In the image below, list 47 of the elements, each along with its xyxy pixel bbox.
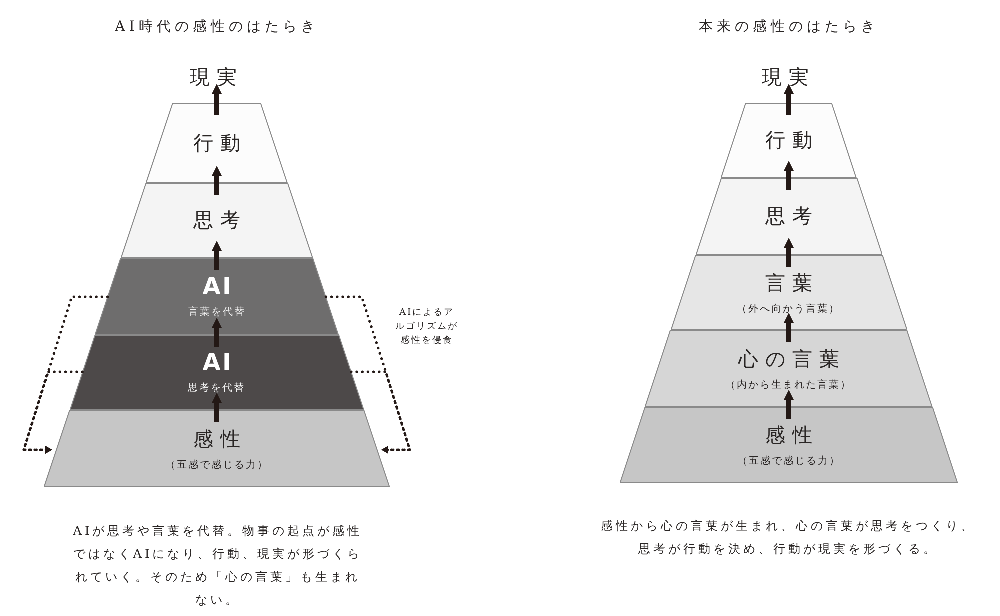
caption-text: AIが思考や言葉を代替。物事の起点が感性ではなくAIになり、行動、現実が形づくられていく。そのため「心の言葉」も生まれない。 (72, 523, 364, 609)
tier-title: 感性 (194, 426, 248, 452)
pyramid-tier (44, 410, 390, 487)
pyramid-heading: 本来の感性のはたらき (698, 18, 880, 36)
pyramid-tier (146, 103, 288, 183)
caption-text: 感性から心の言葉が生まれ、心の言葉が思考をつくり、思考が行動を決め、行動が現実を形づくる。 (600, 518, 977, 558)
pyramid-tier (721, 103, 857, 178)
pyramid-tier (645, 330, 933, 407)
tier-subtitle: 言葉を代替 (188, 306, 246, 319)
pyramid-heading: AI時代の感性のはたらき (114, 18, 320, 36)
pyramid-tier (620, 407, 958, 483)
up-arrow (212, 318, 222, 347)
up-arrow (784, 390, 794, 419)
dotted-arrow (22, 370, 84, 454)
tier-title: AI (202, 274, 234, 300)
tier-title: 行動 (765, 127, 820, 154)
up-arrow (784, 84, 794, 115)
tier-title: AI (202, 350, 234, 376)
pyramid-tier (696, 178, 882, 255)
tier-subtitle: （内から生まれた言葉） (726, 378, 852, 392)
tier-title: 思考 (765, 203, 820, 230)
tier-title: 感性 (766, 422, 820, 449)
pyramid-tier (120, 183, 314, 258)
pyramid-tier (670, 255, 908, 330)
tier-title: 思考 (193, 207, 248, 234)
dotted-arrow (22, 296, 110, 454)
up-arrow (212, 84, 222, 115)
tier-subtitle: （五感で感じる力） (165, 458, 269, 472)
up-arrow (784, 238, 794, 267)
pyramid-tier (70, 335, 364, 410)
up-arrow (212, 241, 222, 270)
tier-title: 行動 (194, 130, 248, 156)
up-arrow (784, 313, 794, 342)
dotted-arrow (324, 296, 412, 454)
tier-subtitle: （五感で感じる力） (737, 454, 841, 468)
top-label: 現実 (729, 62, 849, 92)
annotation-text: AIによるアルゴリズムが感性を侵食 (395, 307, 459, 348)
up-arrow (212, 166, 222, 195)
up-arrow (784, 161, 794, 190)
top-label: 現実 (157, 62, 277, 92)
tier-title: 心の言葉 (738, 346, 846, 372)
tier-title: 言葉 (765, 270, 820, 296)
dotted-arrow (350, 370, 412, 454)
up-arrow (212, 393, 222, 422)
tier-subtitle: （外へ向かう言葉） (737, 302, 841, 316)
pyramid-tier (95, 258, 339, 335)
tier-subtitle: 思考を代替 (188, 382, 246, 395)
